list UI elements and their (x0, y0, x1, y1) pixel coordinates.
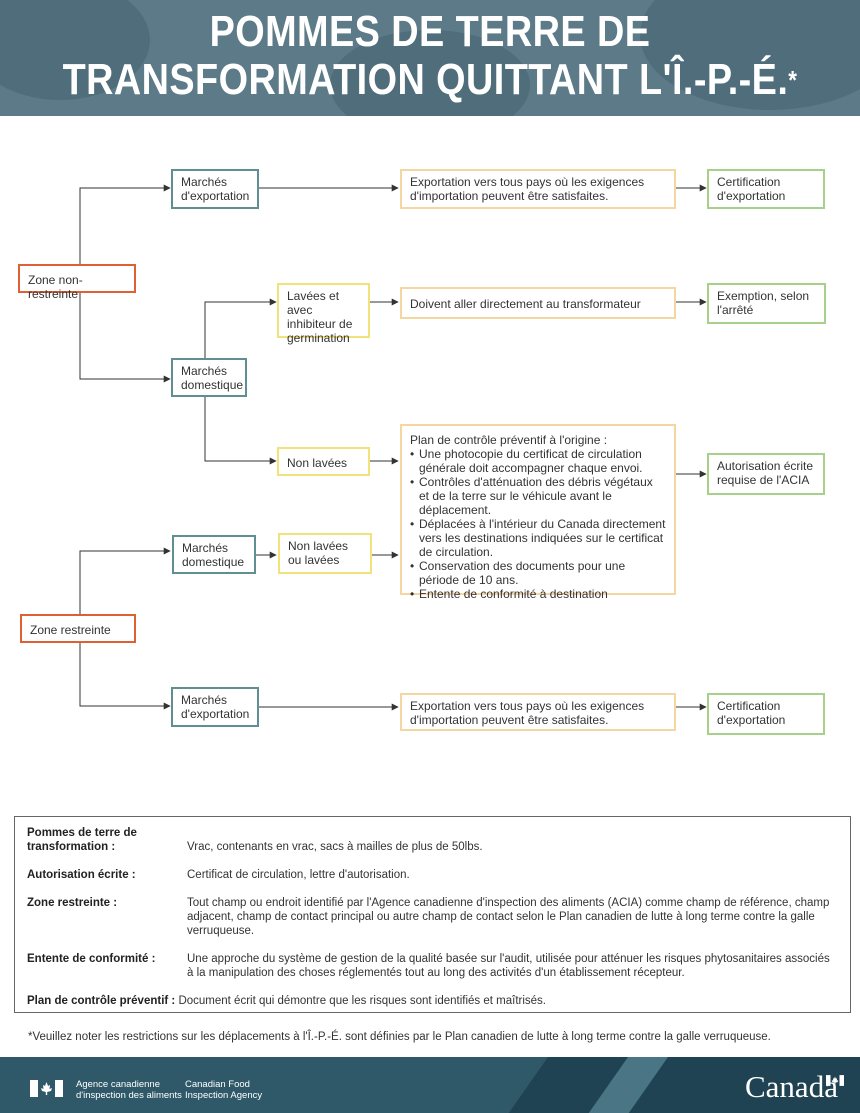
decorative-potato-shape (330, 30, 530, 116)
plan-controle-item: Entente de conformité à destination (410, 587, 666, 601)
flow-connectors (79, 184, 707, 711)
connector-domestique-to-lavees (204, 298, 277, 358)
connector-domestique-to-non-lavees (204, 396, 277, 465)
exemption-box: Exemption, selon l'arrêté (707, 283, 826, 324)
plan-controle-item: Une photocopie du certificat de circulat… (410, 447, 666, 475)
exemption-label: Exemption, selon l'arrêté (717, 289, 810, 317)
page-title-line-2: TRANSFORMATION QUITTANT L'Î.-P.-É. (62, 55, 789, 104)
definition-row-plan: Plan de contrôle préventif : Document éc… (27, 994, 546, 1008)
exportation-label-1: Exportation vers tous pays où les exigen… (410, 175, 645, 203)
certification-label-1: Certification d'exportation (717, 175, 786, 203)
plan-controle-item: Contrôles d'atténuation des débris végét… (410, 475, 666, 517)
exportation-box-2: Exportation vers tous pays où les exigen… (400, 693, 676, 731)
plan-controle-item: Conservation des documents pour une péri… (410, 559, 666, 587)
plan-controle-box: Plan de contrôle préventif à l'origine :… (400, 424, 676, 601)
agency-fr-line-1: Agence canadienne (76, 1079, 160, 1090)
title-asterisk: * (788, 65, 798, 95)
non-lavees-ou-lavees-box: Non lavées ou lavées (278, 533, 372, 574)
non-lavees-ou-lavees-label: Non lavées ou lavées (288, 539, 349, 567)
zone-non-restreinte-label: Zone non-restreinte (28, 273, 83, 301)
definition-term: Autorisation écrite : (27, 869, 136, 881)
marches-domestique-label-2: Marchés domestique (182, 541, 245, 569)
certification-box-2: Certification d'exportation (707, 693, 825, 735)
zone-restreinte-label: Zone restreinte (30, 623, 111, 637)
exportation-box-1: Exportation vers tous pays où les exigen… (400, 169, 676, 209)
agency-fr-line-2: d'inspection des aliments (76, 1090, 182, 1101)
canada-wordmark-flag-icon (826, 1075, 844, 1086)
agency-en-line-2: Inspection Agency (185, 1090, 263, 1101)
non-lavees-label: Non lavées (287, 456, 348, 470)
agency-name-fr: Agence canadienne d'inspection des alime… (76, 1079, 182, 1101)
marches-domestique-box-1: Marchés domestique (171, 358, 247, 397)
definition-term: Zone restreinte : (27, 897, 118, 909)
marches-domestique-box-2: Marchés domestique (172, 535, 256, 574)
transformateur-label: Doivent aller directement au transformat… (410, 297, 641, 311)
certification-label-2: Certification d'exportation (717, 699, 786, 727)
exportation-label-2: Exportation vers tous pays où les exigen… (410, 699, 645, 727)
marches-exportation-box-1: Marchés d'exportation (171, 169, 259, 209)
lavees-inhibiteur-label: Lavées et avec inhibiteur de germination (287, 289, 353, 345)
definition-text: Tout champ ou endroit identifié par l'Ag… (187, 897, 830, 937)
connector-zone-nr-to-domestique (79, 292, 171, 383)
footer: Agence canadienne d'inspection des alime… (0, 1057, 860, 1113)
lavees-inhibiteur-box: Lavées et avec inhibiteur de germination (277, 283, 370, 345)
connector-zone-r-to-export (79, 642, 171, 710)
marches-exportation-box-2: Marchés d'exportation (171, 687, 259, 727)
plan-controle-title: Plan de contrôle préventif à l'origine : (410, 433, 608, 447)
certification-box-1: Certification d'exportation (707, 169, 825, 209)
autorisation-ecrite-label: Autorisation écrite requise de l'ACIA (717, 459, 814, 487)
definition-text: Certificat de circulation, lettre d'auto… (187, 869, 410, 881)
non-lavees-box: Non lavées (277, 447, 370, 476)
definitions-panel: Pommes de terre de transformation : Vrac… (14, 816, 851, 1013)
definition-term: Pommes de terre de transformation : (27, 827, 137, 853)
footnote: *Veuillez noter les restrictions sur les… (28, 1031, 771, 1043)
agency-name-en: Canadian Food Inspection Agency (185, 1079, 262, 1101)
definition-text: Une approche du système de gestion de la… (187, 953, 830, 979)
definition-term: Plan de contrôle préventif : (27, 995, 176, 1007)
marches-exportation-label-1: Marchés d'exportation (181, 175, 250, 203)
page-title: POMMES DE TERRE DE TRANSFORMATION QUITTA… (60, 8, 800, 104)
transformateur-box: Doivent aller directement au transformat… (400, 287, 676, 319)
plan-controle-list: Une photocopie du certificat de circulat… (410, 447, 666, 601)
definition-text: Vrac, contenants en vrac, sacs à mailles… (187, 841, 483, 853)
canada-flag-icon (30, 1080, 63, 1097)
zone-restreinte-box: Zone restreinte (20, 614, 136, 643)
connector-zone-r-to-domestique (79, 547, 171, 614)
zone-non-restreinte-box: Zone non-restreinte (18, 264, 136, 301)
definition-term: Entente de conformité : (27, 953, 156, 965)
autorisation-ecrite-box: Autorisation écrite requise de l'ACIA (707, 453, 825, 495)
connector-zone-nr-to-export (79, 184, 171, 264)
marches-exportation-label-2: Marchés d'exportation (181, 693, 250, 721)
definition-text: Document écrit qui démontre que les risq… (178, 995, 546, 1007)
marches-domestique-label-1: Marchés domestique (181, 364, 244, 392)
plan-controle-item: Déplacées à l'intérieur du Canada direct… (410, 517, 666, 559)
agency-en-line-1: Canadian Food (185, 1079, 250, 1090)
header-banner: POMMES DE TERRE DE TRANSFORMATION QUITTA… (0, 0, 860, 116)
page-title-line-1: POMMES DE TERRE DE (209, 7, 651, 56)
canada-wordmark: Canada (745, 1069, 838, 1104)
